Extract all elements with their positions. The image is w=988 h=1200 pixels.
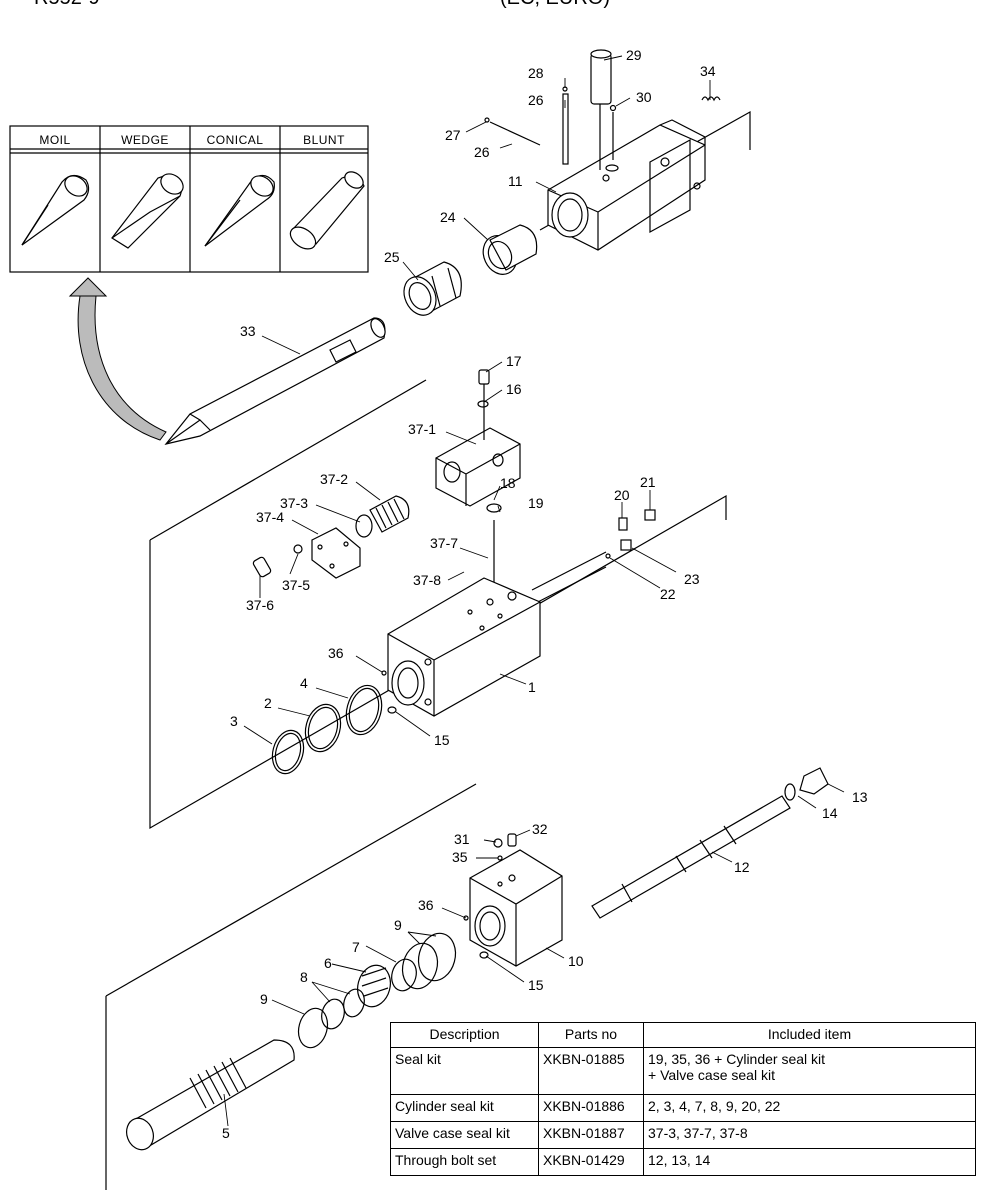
- table-row: Seal kit XKBN-01885 19, 35, 36 + Cylinde…: [390, 1047, 976, 1095]
- tool-type-wedge: WEDGE: [121, 133, 169, 147]
- callout-37-4: 37-4: [256, 509, 284, 525]
- callout-9-upper: 9: [394, 917, 402, 933]
- callout-26-lower: 26: [474, 144, 490, 160]
- callout-23: 23: [684, 571, 700, 587]
- callout-37-6: 37-6: [246, 597, 274, 613]
- cell-parts-no: XKBN-01886: [538, 1094, 644, 1122]
- callout-6: 6: [324, 955, 332, 971]
- callout-35: 35: [452, 849, 468, 865]
- table-row: Through bolt set XKBN-01429 12, 13, 14: [390, 1148, 976, 1176]
- callout-16: 16: [506, 381, 522, 397]
- callout-12: 12: [734, 859, 750, 875]
- cell-included-item: 19, 35, 36 + Cylinder seal kit + Valve c…: [643, 1047, 976, 1095]
- tool-type-conical: CONICAL: [207, 133, 264, 147]
- callout-9-lower: 9: [260, 991, 268, 1007]
- callout-36-lower: 36: [418, 897, 434, 913]
- cell-included-item: 2, 3, 4, 7, 8, 9, 20, 22: [643, 1094, 976, 1122]
- cylinder-group: [149, 369, 727, 830]
- callout-37-5: 37-5: [282, 577, 310, 593]
- callout-27: 27: [445, 127, 461, 143]
- callout-31: 31: [454, 831, 470, 847]
- table-row: Valve case seal kit XKBN-01887 37-3, 37-…: [390, 1121, 976, 1149]
- cell-description: Cylinder seal kit: [390, 1094, 539, 1122]
- callout-22: 22: [660, 586, 676, 602]
- callout-32: 32: [532, 821, 548, 837]
- front-head-group: [403, 49, 751, 316]
- callout-4: 4: [300, 675, 308, 691]
- cell-included-item: 37-3, 37-7, 37-8: [643, 1121, 976, 1149]
- callout-7: 7: [352, 939, 360, 955]
- callout-37-1: 37-1: [408, 421, 436, 437]
- callout-2: 2: [264, 695, 272, 711]
- callout-24: 24: [440, 209, 456, 225]
- included-line-2: + Valve case seal kit: [648, 1067, 775, 1083]
- piston: [126, 1039, 295, 1151]
- callout-11: 11: [508, 173, 523, 189]
- cell-parts-no: XKBN-01429: [538, 1148, 644, 1176]
- callout-13: 13: [852, 789, 868, 805]
- conical-tip-drawing: [204, 174, 275, 247]
- tool-type-moil: MOIL: [39, 133, 70, 147]
- table-header-row: Description Parts no Included item: [390, 1022, 976, 1048]
- model-header: R552-9: [34, 0, 100, 9]
- callout-29: 29: [626, 47, 642, 63]
- callout-21: 21: [640, 474, 656, 490]
- curved-arrow: [68, 277, 167, 441]
- callout-5: 5: [222, 1125, 230, 1141]
- cell-included-item: 12, 13, 14: [643, 1148, 976, 1176]
- table-row: Cylinder seal kit XKBN-01886 2, 3, 4, 7,…: [390, 1094, 976, 1122]
- back-head-group: [105, 783, 563, 1190]
- leader-lines: [223, 55, 845, 1127]
- column-header-included-item: Included item: [643, 1022, 976, 1048]
- moil-tip-drawing: [21, 174, 90, 246]
- cell-parts-no: XKBN-01885: [538, 1047, 644, 1095]
- column-header-parts-no: Parts no: [538, 1022, 644, 1048]
- cell-description: Valve case seal kit: [390, 1121, 539, 1149]
- blunt-tip-drawing: [289, 171, 365, 250]
- callout-19: 19: [528, 495, 544, 511]
- tool-types-panel: MOIL WEDGE CONICAL BLUNT: [9, 125, 369, 273]
- included-line-1: 19, 35, 36 + Cylinder seal kit: [648, 1051, 826, 1067]
- cell-parts-no: XKBN-01887: [538, 1121, 644, 1149]
- column-header-description: Description: [390, 1022, 539, 1048]
- callout-17: 17: [506, 353, 522, 369]
- callout-15-upper: 15: [434, 732, 450, 748]
- callout-33: 33: [240, 323, 256, 339]
- callout-37-3: 37-3: [280, 495, 308, 511]
- cell-description: Seal kit: [390, 1047, 539, 1095]
- wedge-tip-drawing: [111, 173, 184, 249]
- callout-34: 34: [700, 63, 716, 79]
- through-bolt: [591, 767, 829, 919]
- chisel-tool: [164, 317, 386, 445]
- callout-8: 8: [300, 969, 308, 985]
- callout-37-8: 37-8: [413, 572, 441, 588]
- callout-18: 18: [500, 475, 516, 491]
- callout-labels: 29 28 26 30 34 27 26 11 24 25 33 17 16 3…: [222, 47, 868, 1141]
- callout-37-2: 37-2: [320, 471, 348, 487]
- callout-1: 1: [528, 679, 536, 695]
- callout-20: 20: [614, 487, 630, 503]
- cell-description: Through bolt set: [390, 1148, 539, 1176]
- callout-10: 10: [568, 953, 584, 969]
- callout-3: 3: [230, 713, 238, 729]
- callout-36-upper: 36: [328, 645, 344, 661]
- parts-kit-table: Description Parts no Included item Seal …: [390, 1022, 976, 1176]
- callout-37-7: 37-7: [430, 535, 458, 551]
- callout-25: 25: [384, 249, 400, 265]
- callout-26-upper: 26: [528, 92, 544, 108]
- tool-type-blunt: BLUNT: [303, 133, 345, 147]
- callout-28: 28: [528, 65, 544, 81]
- callout-14: 14: [822, 805, 838, 821]
- callout-30: 30: [636, 89, 652, 105]
- region-header: (EC, EURO): [500, 0, 610, 9]
- callout-15-lower: 15: [528, 977, 544, 993]
